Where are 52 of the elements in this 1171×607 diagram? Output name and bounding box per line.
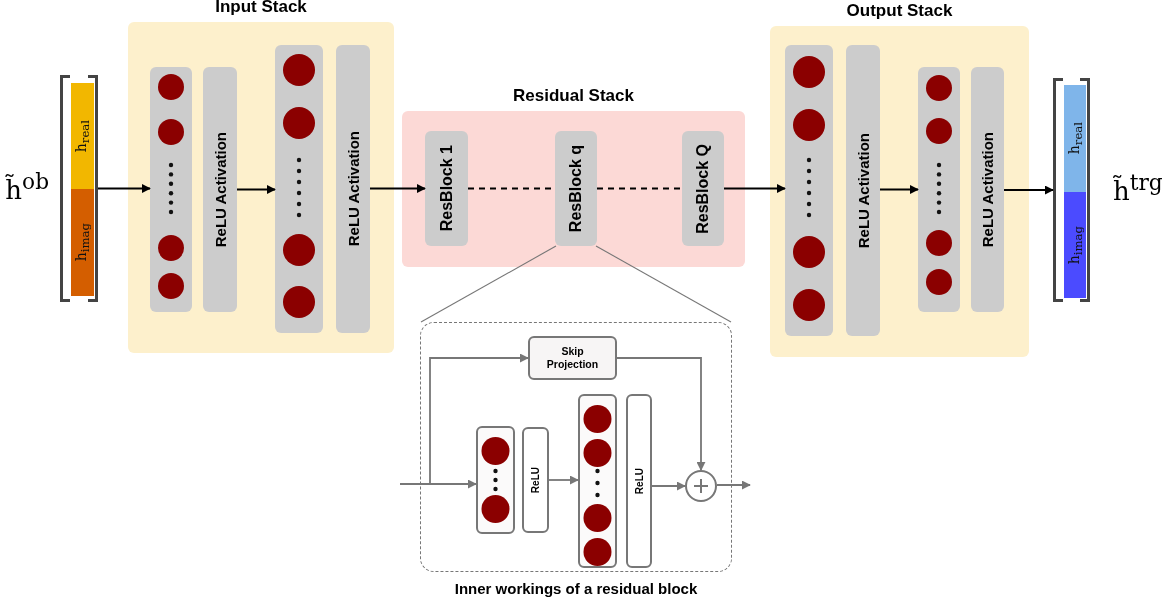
arrow (1003, 185, 1054, 195)
dashed-line (596, 187, 683, 190)
arrow (651, 481, 686, 491)
vector-segment (1064, 85, 1086, 192)
process-box (528, 336, 617, 380)
resblock-box (555, 131, 597, 246)
arrow (716, 480, 751, 490)
arrow (548, 475, 579, 485)
arrow (616, 357, 706, 471)
neuron-layer-box (918, 67, 960, 312)
stack-title: Residual Stack (512, 86, 635, 106)
arrow (429, 353, 529, 485)
neuron-layer-box (578, 394, 617, 568)
activation-label: ReLU (633, 467, 645, 495)
activation-box (203, 67, 237, 312)
block-label: ResBlock q (567, 144, 585, 233)
vector-symbol: h̃$^{ob}$ (5, 168, 49, 205)
neuron-layer-box (275, 45, 323, 333)
arrow (879, 185, 919, 194)
sum-circle (685, 470, 717, 502)
connector-line (420, 245, 557, 323)
block-label: ResBlock Q (694, 143, 712, 234)
vector-symbol: h̃$^{trg}$ (1113, 170, 1163, 206)
process-label: Skip Projection (545, 344, 600, 372)
activation-box (336, 45, 370, 333)
activation-label: ReLU Activation (979, 131, 996, 248)
vector-segment (71, 83, 94, 189)
activation-label: ReLU Activation (854, 132, 872, 249)
stack-title: Input Stack (214, 0, 308, 17)
vector-segment (71, 189, 94, 296)
activation-label: ReLU (530, 466, 541, 494)
vector-segment (1064, 192, 1086, 298)
arrow (723, 184, 786, 193)
activation-box (626, 394, 652, 568)
activation-label: ReLU Activation (211, 131, 229, 248)
arrow (236, 185, 276, 194)
arrow (369, 184, 426, 193)
neuron-layer-box (785, 45, 833, 336)
activation-box (971, 67, 1004, 312)
activation-box (846, 45, 880, 336)
resblock-box (425, 131, 468, 246)
activation-box (522, 427, 549, 533)
resblock-box (682, 131, 724, 246)
frame-title: Inner workings of a residual block (453, 580, 699, 597)
neuron-layer-box (150, 67, 192, 312)
arrow (399, 479, 477, 489)
connector-line (595, 245, 732, 323)
block-label: ResBlock 1 (437, 145, 456, 232)
stack-title: Output Stack (845, 1, 954, 21)
activation-label: ReLU Activation (344, 131, 362, 247)
neuron-layer-box (476, 426, 515, 534)
arrow (97, 184, 151, 193)
